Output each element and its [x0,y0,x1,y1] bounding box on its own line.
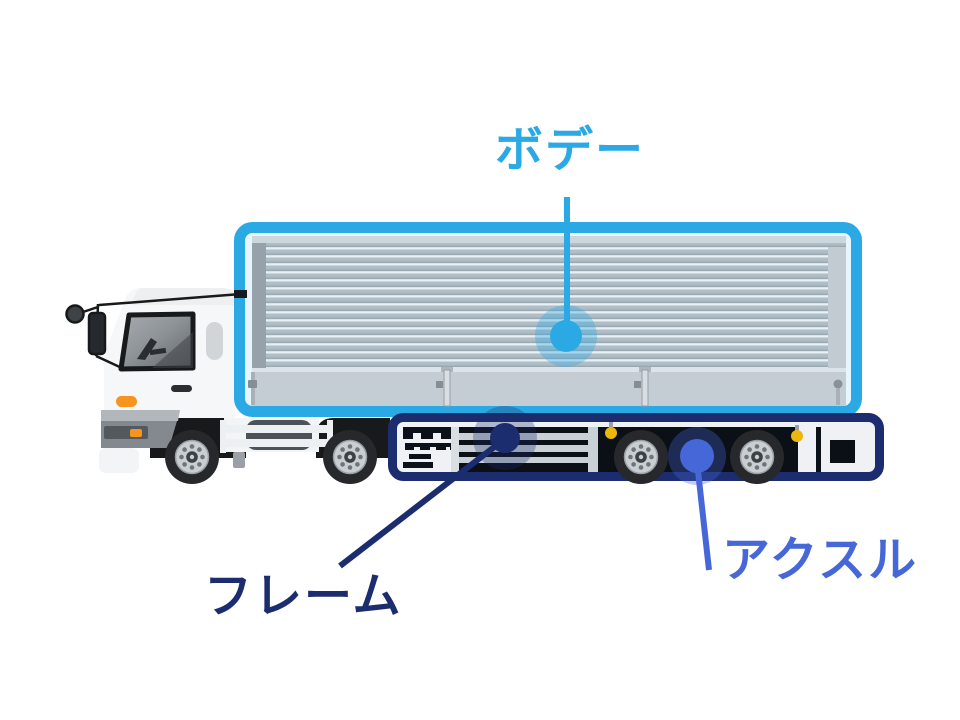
cab-vent [206,322,223,360]
door-handle [171,385,192,392]
battery-steps [403,427,461,468]
fog-lamp [130,429,142,437]
axle-marker-dot [680,439,714,473]
round-mirror [65,304,85,324]
body-marker-dot [550,320,582,352]
body-front-latch [248,372,257,405]
front-wheel [164,429,220,485]
callout-markers [338,197,726,571]
main-mirror [87,311,107,356]
frame-callout-line [338,438,504,569]
frame-rails [451,427,605,472]
frame-label: フレーム [204,568,403,624]
body-skirt [252,372,846,406]
second-wheel [322,429,378,485]
turn-signal [116,396,137,407]
truck-cab [99,288,390,485]
rear-wheel-1 [613,429,669,485]
axle-label: アクスル [722,532,919,588]
side-mirrors [65,290,247,371]
cargo-body [234,222,862,417]
frame-marker-dot [490,423,520,453]
cab-side-skirt [220,418,333,468]
body-rear-latch [833,379,843,405]
suspension-fittings [605,422,803,442]
body-label: ボデー [494,122,646,178]
mud-flap [830,440,855,463]
body-latch-1 [436,367,453,407]
axle-callout-line [694,461,712,571]
chassis-frame [388,413,884,485]
front-bumper [99,410,180,473]
body-latch-2 [634,367,651,407]
cab-window [118,311,196,372]
rear-wheel-2 [729,429,785,485]
body-panel-stripes [252,243,846,372]
